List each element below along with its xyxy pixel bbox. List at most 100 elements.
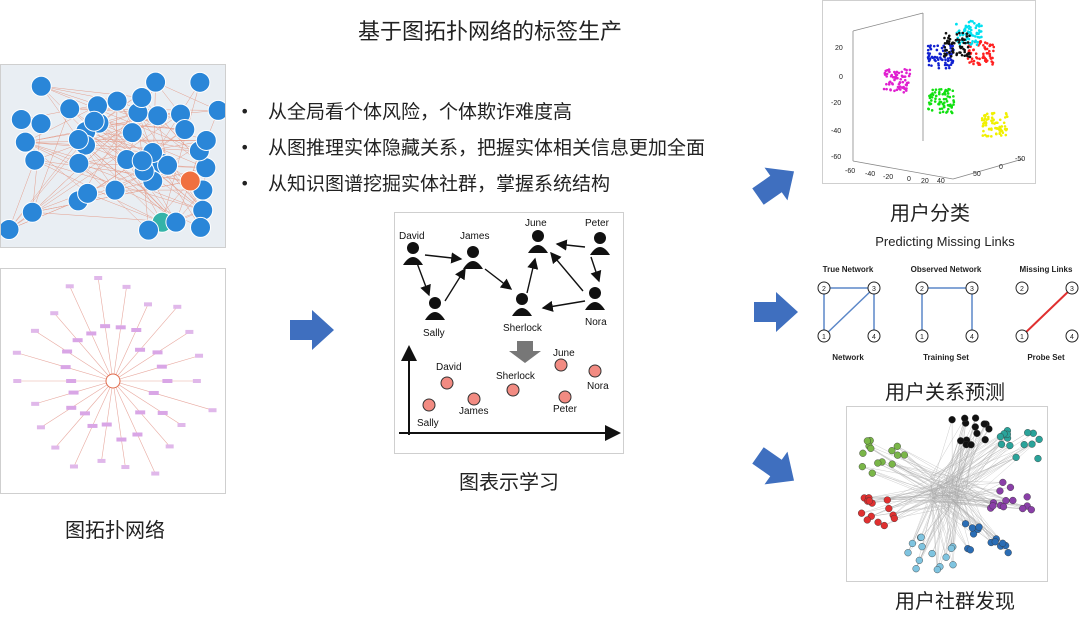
scatter-point	[974, 35, 977, 38]
scatter-point	[1005, 115, 1009, 118]
community-node	[918, 543, 926, 551]
community-node	[890, 514, 898, 523]
scatter-point	[966, 30, 970, 33]
scatter-point	[988, 52, 992, 56]
community-node	[893, 451, 902, 459]
network-node	[1, 219, 20, 241]
z-tick: -20	[831, 100, 841, 107]
scatter-point	[938, 98, 941, 101]
scatter-point	[974, 39, 977, 43]
scatter-point	[885, 82, 888, 86]
up-right-arrow-icon	[752, 167, 795, 205]
network-node	[66, 379, 77, 383]
scatter-point	[965, 32, 969, 35]
embedding-label: Sally	[417, 418, 439, 429]
scatter-point	[974, 52, 978, 55]
community-node	[957, 437, 965, 445]
node-id: 2	[920, 286, 924, 293]
x-tick: 20	[921, 178, 929, 184]
node-id: 3	[1070, 286, 1074, 293]
scatter-point	[970, 57, 974, 61]
scatter-point	[998, 118, 1002, 122]
network-node	[50, 311, 59, 316]
y-tick: -50	[1015, 156, 1025, 163]
scatter-point	[951, 89, 955, 93]
community-network-illustration	[857, 414, 1043, 574]
scatter-point	[1005, 128, 1008, 131]
network-node	[14, 131, 36, 153]
community-node	[917, 533, 925, 541]
network-node	[157, 410, 168, 415]
community-node	[948, 416, 956, 424]
scatter-point	[946, 103, 950, 107]
network-node	[131, 87, 153, 109]
scatter-point	[963, 28, 966, 32]
network-node	[147, 105, 169, 127]
scatter-point	[941, 110, 945, 114]
node-id: 2	[1020, 286, 1024, 293]
scatter-point	[996, 121, 999, 125]
scatter-point	[966, 45, 970, 49]
scatter-point	[943, 46, 947, 49]
community-node	[1019, 504, 1027, 513]
bullet-item: •从知识图谱挖掘实体社群，掌握系统结构	[240, 166, 780, 202]
scatter-point	[937, 62, 940, 65]
community-node	[991, 538, 999, 546]
scatter-point	[990, 128, 993, 132]
scatter-point	[993, 122, 996, 125]
scatter-point	[981, 56, 985, 60]
community-node	[961, 520, 970, 528]
scatter-point	[971, 39, 974, 43]
scatter-point	[938, 52, 942, 56]
community-node	[1034, 454, 1042, 463]
scatter-point	[982, 43, 985, 47]
scatter-point	[960, 53, 964, 57]
node-label: Sally	[423, 328, 445, 339]
scatter-point	[991, 63, 994, 66]
scatter-point	[939, 88, 943, 91]
network-node	[31, 401, 40, 406]
community-node	[1024, 429, 1032, 437]
scatter-point	[944, 61, 947, 65]
node-label: James	[460, 231, 489, 242]
scatter-point	[883, 73, 887, 76]
community-node	[857, 509, 866, 517]
scatter-point	[942, 105, 946, 108]
scatter-point	[928, 102, 932, 106]
network-node	[36, 425, 45, 430]
scatter-point	[904, 89, 908, 92]
scatter-point	[940, 107, 944, 110]
network-node	[115, 325, 126, 330]
scatter-point	[945, 100, 949, 103]
community-node	[973, 429, 981, 437]
scatter-point	[946, 57, 950, 60]
scatter-point	[934, 94, 938, 98]
community-node	[961, 414, 969, 422]
node-label: David	[399, 231, 425, 242]
network-node	[195, 353, 204, 358]
scatter-point	[965, 35, 969, 38]
community-node	[1023, 493, 1031, 501]
scatter-point	[943, 90, 947, 93]
z-tick: -40	[831, 128, 841, 135]
scatter-point	[971, 20, 974, 23]
scatter-point	[977, 22, 981, 26]
scatter-point	[892, 76, 896, 79]
scatter-point	[927, 54, 931, 57]
scatter-point	[959, 46, 962, 49]
scatter-point	[975, 43, 979, 47]
scatter-point	[977, 25, 981, 28]
bullet-text: 从图推理实体隐藏关系，把握实体相关信息更加全面	[268, 137, 706, 159]
community-node	[1009, 496, 1017, 505]
scatter-point	[933, 58, 936, 62]
scatter-point	[948, 88, 951, 91]
node-id: 2	[822, 286, 826, 293]
caption-relation-prediction: 用户关系预测	[885, 380, 1005, 404]
scatter-point	[969, 32, 973, 36]
y-tick: 50	[973, 171, 981, 178]
graph-embedding-diagram: David James June Peter Sally Sherlock No…	[399, 218, 621, 441]
scatter-point	[903, 67, 907, 71]
scatter-point	[979, 40, 983, 44]
scatter-point	[932, 44, 936, 48]
scatter-point	[962, 47, 965, 51]
